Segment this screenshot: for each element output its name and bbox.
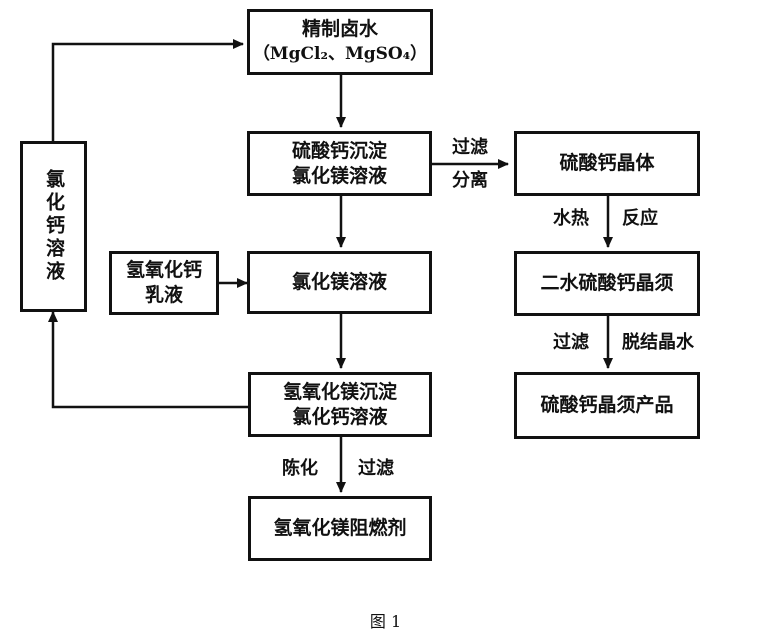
- caoh2-emulsion-line1: 氢氧化钙: [125, 259, 202, 281]
- node-mgoh2-precipitate: 氢氧化镁沉淀 氯化钙溶液: [248, 372, 432, 437]
- caoh2-emulsion-line2: 乳液: [144, 284, 183, 306]
- caso4-precipitate-line1: 硫酸钙沉淀: [291, 139, 387, 162]
- dihydrate-whisker-label: 二水硫酸钙晶须: [540, 272, 674, 294]
- mgoh2-precipitate-line1: 氢氧化镁沉淀: [282, 380, 397, 403]
- edge-label-filter-3: 过滤: [358, 458, 394, 479]
- edge-label-filter-top: 过滤: [452, 137, 488, 158]
- edge-label-filter-2: 过滤: [553, 332, 589, 353]
- refined-brine-title: 精制卤水: [301, 18, 378, 40]
- node-caoh2-emulsion: 氢氧化钙 乳液: [109, 251, 219, 315]
- edge-label-aging: 陈化: [282, 458, 318, 479]
- arrow-cacl2-to-brine: [51, 39, 244, 141]
- node-dihydrate-whisker: 二水硫酸钙晶须: [514, 251, 700, 316]
- cacl2-solution-label: 氯化钙溶液: [43, 169, 65, 284]
- whisker-product-label: 硫酸钙晶须产品: [540, 394, 674, 416]
- node-caso4-precipitate: 硫酸钙沉淀 氯化镁溶液: [247, 131, 432, 196]
- edge-label-separate: 分离: [452, 170, 488, 191]
- node-cacl2-solution: 氯化钙溶液: [20, 141, 87, 312]
- refined-brine-formula: （MgCl₂、MgSO₄）: [252, 44, 428, 64]
- edge-label-hydrothermal: 水热: [553, 208, 589, 229]
- node-whisker-product: 硫酸钙晶须产品: [514, 372, 700, 439]
- edge-label-dehydrate: 脱结晶水: [622, 332, 694, 353]
- mgcl2-solution-label: 氯化镁溶液: [291, 271, 387, 293]
- mgoh2-precipitate-line2: 氯化钙溶液: [292, 405, 388, 428]
- edge-label-reaction: 反应: [622, 208, 658, 229]
- flame-retardant-label: 氢氧化镁阻燃剂: [273, 517, 407, 539]
- caso4-crystal-label: 硫酸钙晶体: [559, 152, 655, 174]
- figure-caption: 图 1: [369, 612, 402, 631]
- node-caso4-crystal: 硫酸钙晶体: [514, 131, 700, 196]
- node-mgcl2-solution: 氯化镁溶液: [247, 251, 432, 314]
- node-flame-retardant: 氢氧化镁阻燃剂: [248, 496, 432, 561]
- node-refined-brine: 精制卤水 （MgCl₂、MgSO₄）: [247, 9, 433, 75]
- arrow-mgoh2-to-cacl2: [48, 311, 248, 409]
- caso4-precipitate-line2: 氯化镁溶液: [291, 164, 387, 187]
